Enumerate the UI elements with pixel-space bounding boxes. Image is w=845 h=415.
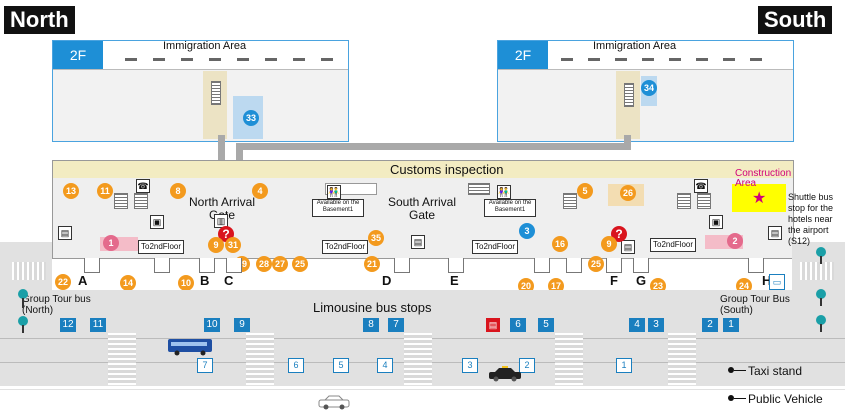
taxi-stand-1[interactable]: 1 [616, 358, 632, 373]
marker-28[interactable]: 28 [256, 256, 272, 272]
south-tag: South [758, 6, 833, 34]
south-arrival-gate: South Arrival Gate [387, 195, 457, 222]
star-icon: ★ [752, 190, 767, 207]
marker-3[interactable]: 3 [519, 223, 535, 239]
basement-note-south: Available on the Basement1 [484, 199, 536, 217]
basement-note-north: Available on the Basement1 [312, 199, 364, 217]
gate-d: D [382, 273, 392, 288]
restroom-icon: 👫 [327, 185, 341, 199]
bus-stop-pin-icon [18, 289, 28, 333]
public-vehicle-car-icon [318, 395, 350, 410]
to2nd-floor-3: To2ndFloor [472, 240, 519, 254]
gate-b: B [200, 273, 210, 288]
group-tour-north: Group Tour bus (North) [22, 294, 91, 316]
power-icon: ▣ [709, 215, 723, 229]
ticket-counter-icon: ▤ [486, 318, 500, 332]
immigration-label-north: Immigration Area [163, 40, 247, 52]
taxi-stand-5[interactable]: 5 [333, 358, 349, 373]
marker-13[interactable]: 13 [63, 183, 79, 199]
to2nd-floor-2: To2ndFloor [322, 240, 369, 254]
restroom-icon: 👫 [497, 185, 511, 199]
marker-33[interactable]: 33 [243, 110, 259, 126]
marker-1[interactable]: 1 [103, 235, 119, 251]
atm-icon: ▤ [58, 226, 72, 240]
bus-stop-4[interactable]: 4 [629, 318, 645, 332]
atm-icon: ▤ [411, 235, 425, 249]
taxi-stand-7[interactable]: 7 [197, 358, 213, 373]
to2nd-floor-1: To2ndFloor [138, 240, 185, 254]
bus-stop-7[interactable]: 7 [388, 318, 404, 332]
taxi-stand-2[interactable]: 2 [519, 358, 535, 373]
public-vehicle-label: Public Vehicle [748, 392, 823, 406]
phone-icon: ☎ [694, 179, 708, 193]
construction-area [732, 184, 786, 212]
gate-f: F [610, 273, 618, 288]
marker-8[interactable]: 8 [170, 183, 186, 199]
customs-label: Customs inspection [390, 162, 504, 177]
construction-label: Construction Area [735, 168, 792, 189]
north-tag: North [4, 6, 75, 34]
to2nd-floor-4: To2ndFloor [650, 238, 697, 252]
marker-5[interactable]: 5 [577, 183, 593, 199]
marker-4[interactable]: 4 [252, 183, 268, 199]
bus-stop-11[interactable]: 11 [90, 318, 106, 332]
floor-tag-north: 2F [53, 41, 103, 69]
marker-34[interactable]: 34 [641, 80, 657, 96]
gate-e: E [450, 273, 459, 288]
marker-27[interactable]: 27 [272, 256, 288, 272]
bus-stop-8[interactable]: 8 [363, 318, 379, 332]
floor2-north: 2F Immigration Area [52, 40, 349, 142]
shuttle-note: Shuttle bus stop for the hotels near the… [788, 192, 834, 246]
marker-11[interactable]: 11 [97, 183, 113, 199]
bus-stop-9[interactable]: 9 [234, 318, 250, 332]
gate-c: C [224, 273, 234, 288]
marker-31[interactable]: 31 [225, 237, 241, 253]
bus-stop-pin-icon [816, 247, 826, 332]
atm-icon: ▤ [621, 240, 635, 254]
taxi-stand-3[interactable]: 3 [462, 358, 478, 373]
atm-icon: ▤ [768, 226, 782, 240]
marker-14[interactable]: 14 [120, 275, 136, 291]
bus-stop-5[interactable]: 5 [538, 318, 554, 332]
marker-2[interactable]: 2 [727, 233, 743, 249]
floor-tag-south: 2F [498, 41, 548, 69]
power-icon: ▣ [150, 215, 164, 229]
marker-26[interactable]: 26 [620, 185, 636, 201]
gate-a: A [78, 273, 88, 288]
immigration-label-south: Immigration Area [593, 40, 677, 52]
shuttle-bus-icon: ▭ [769, 274, 785, 290]
marker-16[interactable]: 16 [552, 236, 568, 252]
marker-35[interactable]: 35 [368, 230, 384, 246]
marker-21[interactable]: 21 [364, 256, 380, 272]
marker-22[interactable]: 22 [55, 274, 71, 290]
bus-icon [168, 339, 212, 356]
group-tour-south: Group Tour Bus (South) [720, 294, 790, 316]
bus-stop-1[interactable]: 1 [723, 318, 739, 332]
marker-25-south[interactable]: 25 [588, 256, 604, 272]
taxi-stand-label: Taxi stand [748, 364, 803, 378]
taxi-car-icon [489, 366, 521, 382]
taxi-stand-6[interactable]: 6 [288, 358, 304, 373]
bus-stop-2[interactable]: 2 [702, 318, 718, 332]
floor2-south: 2F Immigration Area [497, 40, 794, 142]
marker-9[interactable]: 9 [208, 237, 224, 253]
taxi-stand-4[interactable]: 4 [377, 358, 393, 373]
marker-9-south[interactable]: 9 [601, 236, 617, 252]
bus-stop-6[interactable]: 6 [510, 318, 526, 332]
marker-10[interactable]: 10 [178, 275, 194, 291]
limousine-label: Limousine bus stops [313, 300, 432, 315]
phone-icon: ☎ [136, 179, 150, 193]
bus-stop-12[interactable]: 12 [60, 318, 76, 332]
marker-25[interactable]: 25 [292, 256, 308, 272]
bus-stop-3[interactable]: 3 [648, 318, 664, 332]
bus-stop-10[interactable]: 10 [204, 318, 220, 332]
gate-g: G [636, 273, 647, 288]
gate-h: H [762, 273, 772, 288]
